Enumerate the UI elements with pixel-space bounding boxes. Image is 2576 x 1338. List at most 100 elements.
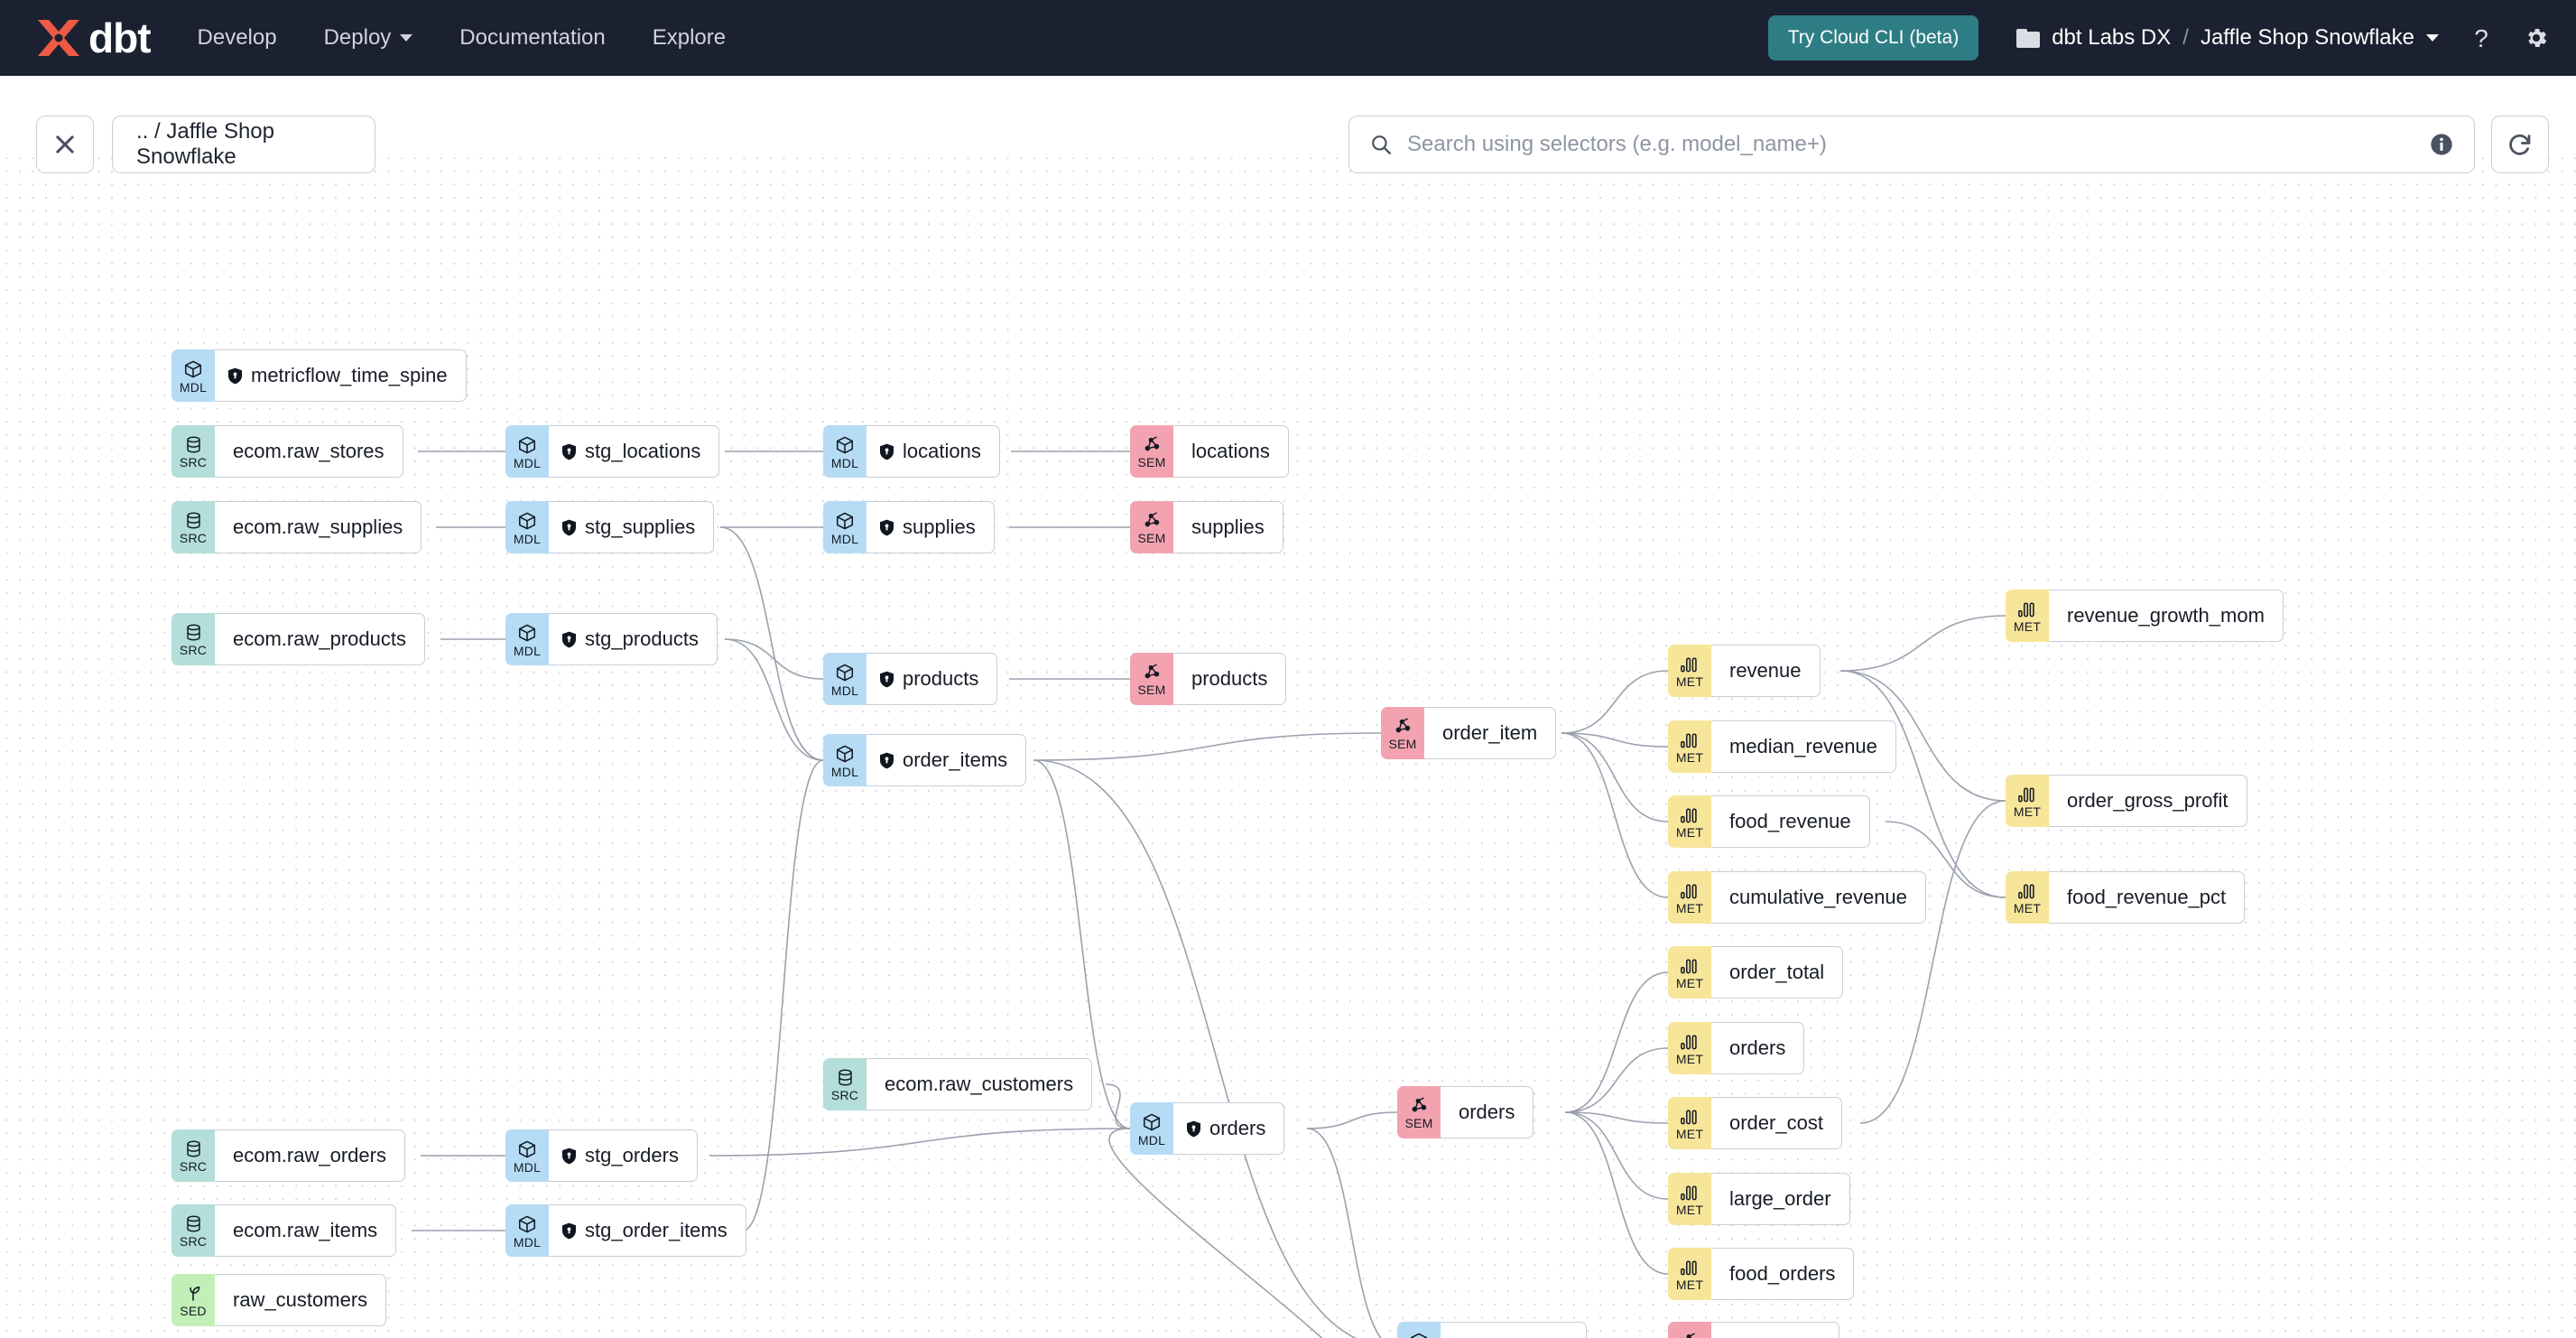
lineage-edge — [1859, 800, 2006, 1124]
node-body: order_items — [866, 734, 1027, 786]
graph-node-sem_products[interactable]: SEM products — [1130, 653, 1302, 705]
node-type-label: SEM — [1137, 683, 1166, 697]
node-body: stg_supplies — [549, 501, 715, 553]
node-type-label: MET — [1675, 824, 1704, 840]
graph-node-src_raw_customers[interactable]: SRC ecom.raw_customers — [823, 1058, 1106, 1110]
cube-icon: MDL — [505, 1129, 549, 1182]
node-type-label: SRC — [830, 1088, 859, 1102]
nav-link-deploy[interactable]: Deploy — [324, 25, 413, 51]
lineage-edge — [1839, 670, 2006, 802]
project-breadcrumb-button[interactable]: .. / Jaffle Shop Snowflake — [112, 116, 375, 173]
top-navigation-bar: dbt Develop Deploy Documentation Explore… — [0, 0, 2576, 76]
node-body: order_cost — [1711, 1097, 1842, 1149]
lineage-edge — [1561, 670, 1669, 734]
lineage-edge — [1564, 1047, 1669, 1113]
nav-link-explore[interactable]: Explore — [653, 25, 726, 51]
database-icon: SRC — [171, 1129, 215, 1182]
node-type-label: MDL — [513, 1159, 542, 1175]
info-icon[interactable] — [2429, 132, 2454, 157]
node-label: revenue_growth_mom — [2067, 604, 2265, 627]
node-label: food_revenue — [1729, 810, 1851, 832]
cube-icon: MDL — [1397, 1322, 1441, 1338]
node-type-label: SRC — [179, 1234, 208, 1249]
node-type-label: MDL — [830, 764, 859, 779]
node-body: ecom.raw_orders — [215, 1129, 405, 1182]
node-body: stg_order_items — [549, 1204, 746, 1257]
cube-icon: MDL — [505, 1204, 549, 1257]
graph-node-mdl_locations[interactable]: MDL locations — [823, 425, 1011, 478]
cube-icon: MDL — [823, 425, 866, 478]
node-body: products — [1173, 653, 1287, 705]
try-cloud-cli-button[interactable]: Try Cloud CLI (beta) — [1767, 15, 1979, 60]
refresh-button[interactable] — [2491, 116, 2549, 173]
lineage-edge — [1306, 1128, 1383, 1338]
help-icon[interactable]: ? — [2469, 24, 2493, 51]
node-body: ecom.raw_items — [215, 1204, 397, 1257]
node-label: order_item — [1442, 721, 1538, 744]
node-label: locations — [903, 440, 981, 462]
lineage-edge — [1839, 615, 2006, 672]
node-type-label: MDL — [1137, 1132, 1166, 1148]
node-type-label: MET — [1675, 749, 1704, 765]
graph-node-mdl_customers[interactable]: MDLcustomers — [1397, 1322, 1596, 1338]
node-body: ecom.raw_supplies — [215, 501, 422, 553]
node-type-label: MET — [1675, 1202, 1704, 1217]
graph-node-src_raw_items[interactable]: SRC ecom.raw_items — [171, 1204, 412, 1257]
graph-node-sem_customers[interactable]: SEMcustomers — [1668, 1322, 1856, 1338]
search-bar[interactable] — [1348, 116, 2475, 173]
gear-icon[interactable] — [2524, 25, 2549, 51]
node-label: supplies — [1191, 516, 1265, 538]
node-label: metricflow_time_spine — [251, 364, 448, 386]
node-body: ecom.raw_customers — [866, 1058, 1093, 1110]
node-label: products — [903, 667, 979, 690]
cube-icon: MDL — [171, 349, 215, 402]
nav-link-documentation[interactable]: Documentation — [459, 25, 605, 51]
graph-node-met_food_revenue[interactable]: MET food_revenue — [1668, 795, 1886, 848]
graph-node-mdl_order_items[interactable]: MDL order_items — [823, 734, 1033, 786]
node-type-label: MET — [2013, 900, 2042, 915]
node-body: food_revenue — [1711, 795, 1870, 848]
governance-shield-icon — [880, 443, 894, 460]
search-input[interactable] — [1407, 132, 2429, 157]
graph-node-metricflow_time_spine[interactable]: MDL metricflow_time_spine — [171, 349, 467, 402]
governance-shield-icon — [880, 671, 894, 687]
dbt-logo[interactable]: dbt — [34, 16, 152, 60]
nav-link-develop[interactable]: Develop — [198, 25, 277, 51]
account-project-breadcrumb[interactable]: dbt Labs DX / Jaffle Shop Snowflake — [2016, 25, 2439, 51]
governance-shield-icon — [562, 443, 576, 460]
close-button[interactable] — [36, 116, 94, 173]
folder-icon — [2016, 28, 2041, 48]
bar-chart-icon: MET — [1668, 1022, 1711, 1074]
graph-node-sem_supplies[interactable]: SEM supplies — [1130, 501, 1302, 553]
node-type-label: SEM — [1137, 531, 1166, 545]
chevron-down-icon — [2426, 34, 2439, 42]
